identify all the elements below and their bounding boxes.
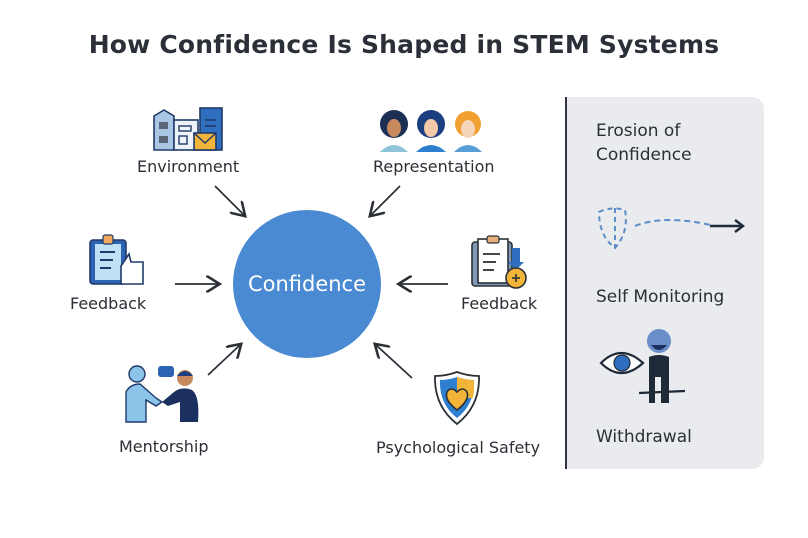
factor-label-feedback-right: Feedback <box>461 294 538 313</box>
factor-label-environment: Environment <box>137 157 240 176</box>
handshake-icon <box>125 365 199 423</box>
confidence-node: Confidence <box>233 210 381 358</box>
panel-step-withdrawal: Withdrawal <box>596 427 692 447</box>
factor-label-feedback-left: Feedback <box>70 294 147 313</box>
clipboard-thumbs-up-icon <box>89 234 144 285</box>
three-women-icon <box>380 110 482 152</box>
panel-heading-line1: Erosion of <box>596 121 681 141</box>
erosion-panel: Erosion of Confidence Self Monitoring Wi… <box>565 97 764 469</box>
factor-label-mentorship: Mentorship <box>119 437 209 456</box>
panel-heading-line2: Confidence <box>596 145 692 165</box>
panel-step-self-monitoring: Self Monitoring <box>596 287 725 307</box>
factor-label-psychological-safety: Psychological Safety <box>376 438 541 457</box>
shield-heart-icon <box>434 371 480 426</box>
dashed-shield-arrow-icon <box>597 207 745 250</box>
buildings-mail-icon <box>153 107 223 151</box>
clipboard-badge-icon <box>471 235 527 289</box>
eye-withdrawn-person-icon <box>599 329 686 403</box>
page-title: How Confidence Is Shaped in STEM Systems <box>88 30 720 59</box>
factor-label-representation: Representation <box>373 157 495 176</box>
confidence-label: Confidence <box>247 272 367 296</box>
